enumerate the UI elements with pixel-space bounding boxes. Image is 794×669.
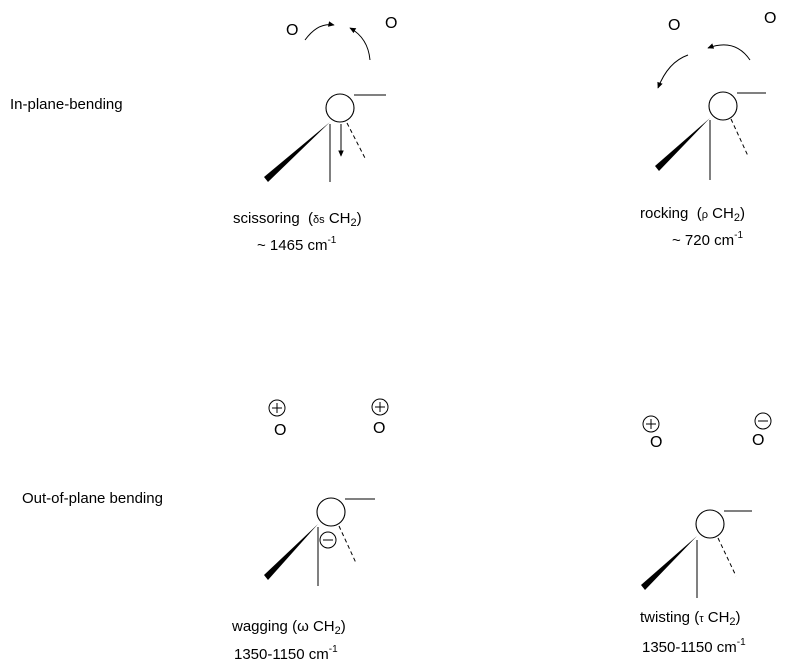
paren-close: ) [356,210,362,227]
molecule-scissoring [264,21,386,182]
frequency-value: 1350-1150 cm [234,646,329,663]
row-label-out-of-plane: Out-of-plane bending [22,490,163,507]
atom-label-o-wagging-left: O [274,422,287,439]
dashed-bond-icon [730,118,749,157]
frequency-value: ~ 720 cm [672,232,735,249]
atom-label-o-scissoring-right: O [385,15,398,32]
wedge-bond-icon [264,524,318,580]
curved-arrow-icon [657,54,689,89]
row-label-in-plane: In-plane-bending [10,96,123,113]
wedge-bond-icon [655,118,710,171]
plus-charge-icon [268,399,286,417]
molecule-wagging [264,398,389,586]
mode-name: wagging [232,618,288,635]
caption-twisting: twisting (τ CH2) [640,610,741,628]
mode-symbol: ρ [701,209,708,221]
group-label: CH [328,210,351,227]
group-label: CH [712,205,734,222]
frequency-exponent: -1 [734,230,744,241]
mode-symbol: ω [297,618,309,635]
group-subscript: 2 [729,616,736,628]
dashed-bond-icon [338,525,357,564]
group-subscript: 2 [334,625,341,637]
molecule-rocking [655,43,766,180]
frequency-exponent: -1 [736,637,746,648]
mode-symbol: δs [313,214,325,226]
frequency-scissoring: ~ 1465 cm-1 [257,235,337,254]
paren-open: ( [292,618,298,635]
group-label: CH [707,609,730,626]
atom-label-o-twisting-right: O [752,432,765,449]
atom-label-o-rocking-left: O [668,17,681,34]
caption-rocking: rocking (ρ CH2) [640,206,745,224]
carbon-atom-icon [316,497,346,527]
caption-scissoring: scissoring (δs CH2) [233,211,362,229]
mode-name: scissoring [233,210,300,227]
group-label: CH [312,618,335,635]
atom-label-o-wagging-right: O [373,420,386,437]
carbon-atom-icon [695,509,725,539]
wedge-bond-icon [264,122,330,182]
dashed-bond-icon [717,537,737,577]
paren-close: ) [735,609,741,626]
paren-close: ) [739,205,745,222]
frequency-wagging: 1350-1150 cm-1 [234,644,338,663]
paren-open: ( [308,210,314,227]
atom-label-o-twisting-left: O [650,434,663,451]
frequency-rocking: ~ 720 cm-1 [672,230,744,249]
frequency-value: ~ 1465 cm [257,237,328,254]
atom-label-o-rocking-right: O [764,10,777,27]
curved-arrow-icon [349,27,371,61]
carbon-atom-icon [708,91,738,121]
curved-arrow-icon [304,21,335,41]
frequency-exponent: -1 [327,235,337,246]
paren-close: ) [340,618,346,635]
group-subscript: 2 [350,217,357,229]
molecule-twisting [641,412,772,598]
frequency-twisting: 1350-1150 cm-1 [642,637,746,656]
minus-charge-icon [754,412,772,430]
curved-arrow-icon [707,43,751,61]
group-subscript: 2 [733,212,740,224]
caption-wagging: wagging (ω CH2) [232,619,346,637]
dashed-bond-icon [346,122,367,161]
paren-open: ( [696,205,702,222]
wedge-bond-icon [641,536,697,590]
mode-name: rocking [640,205,689,222]
mode-symbol: τ [699,613,704,625]
plus-charge-icon [642,415,660,433]
paren-open: ( [694,609,700,626]
frequency-value: 1350-1150 cm [642,639,737,656]
mode-name: twisting [640,609,691,626]
plus-charge-icon [371,398,389,416]
carbon-atom-icon [325,93,355,123]
atom-label-o-scissoring-left: O [286,22,299,39]
frequency-exponent: -1 [328,644,338,655]
